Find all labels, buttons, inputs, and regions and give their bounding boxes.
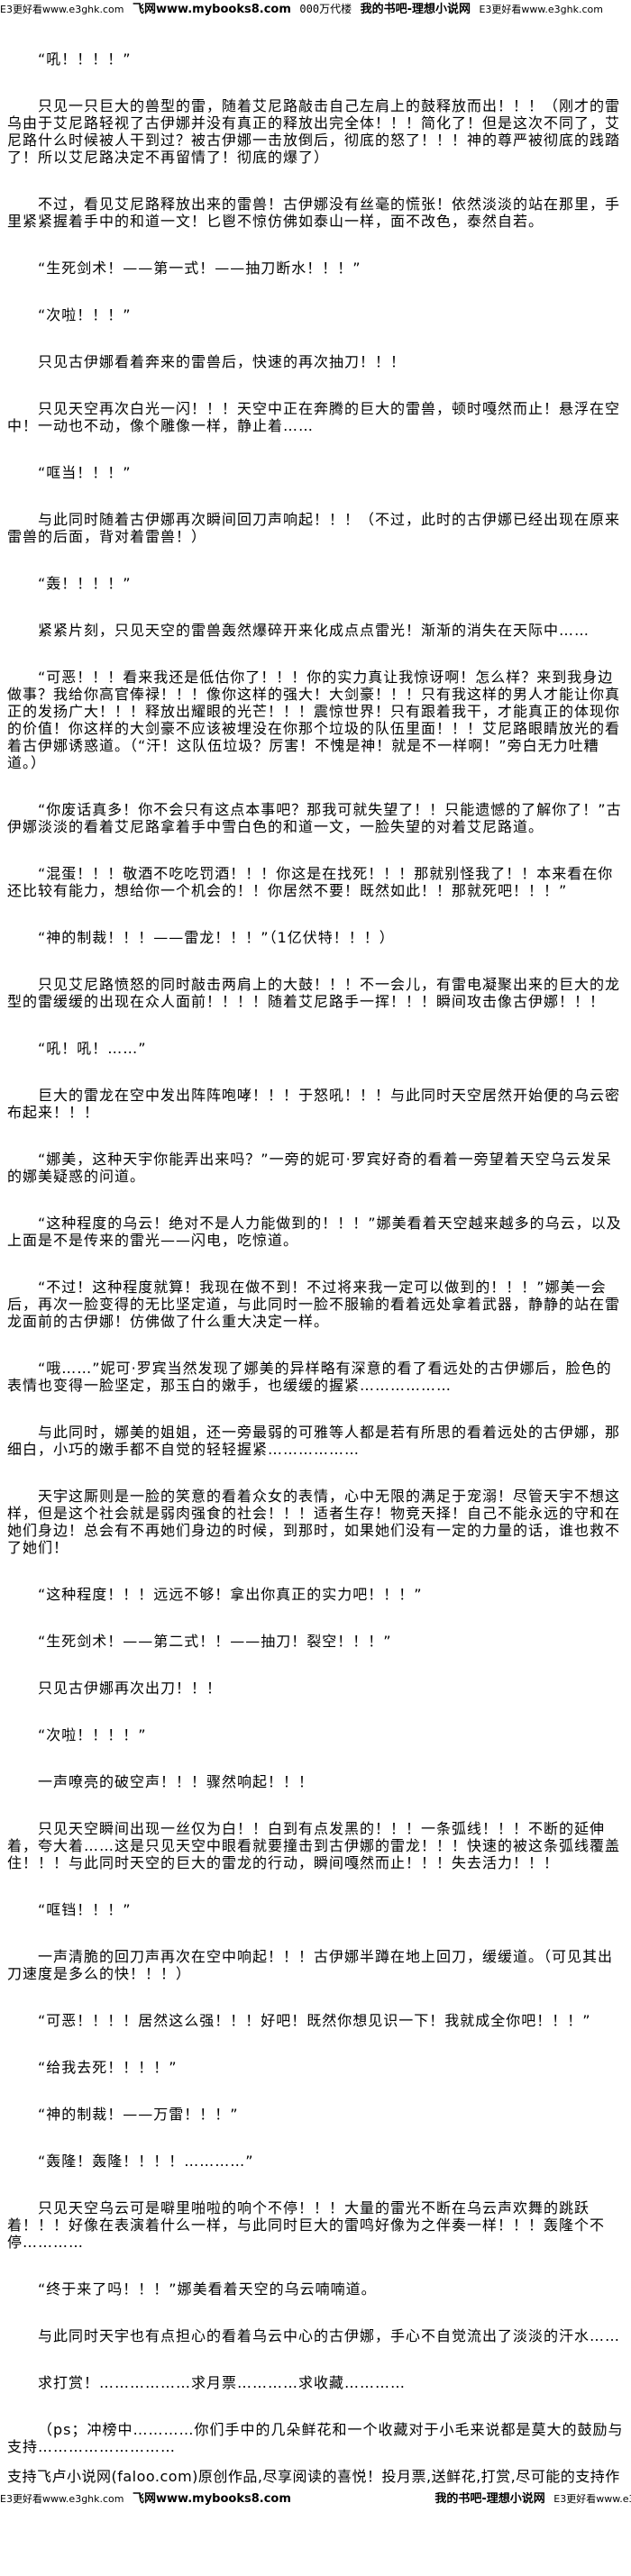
paragraph: “混蛋！！！敬酒不吃吃罚酒！！！你这是在找死！！！那就别怪我了！！本来看在你还比… <box>7 865 614 899</box>
watermark-text: 飞网www.mybooks8.com <box>133 2492 291 2506</box>
paragraph: “神的制裁！！！——雷龙！！！”（1亿伏特！！！） <box>38 929 395 946</box>
paragraph: 只见古伊娜再次出刀！！！ <box>38 1679 223 1697</box>
paragraph: “可恶！！！看来我还是低估你了！！！你的实力真让我惊讶啊！怎么样？来到我身边做事… <box>7 669 621 771</box>
paragraph: “次啦！！！！” <box>38 1726 147 1743</box>
paragraph: 紧紧片刻，只见天空的雷兽轰然爆碎开来化成点点雷光！渐渐的消失在天际中…… <box>38 622 590 639</box>
chapter-body: “吼！！！！” 只见一只巨大的兽型的雷，随着艾尼路敲击自己左肩上的鼓释放而出！！！… <box>7 50 624 2455</box>
paragraph: “生死剑术！——第二式！！——抽刀！裂空！！！” <box>38 1633 392 1650</box>
paragraph: “这种程度！！！远远不够！拿出你真正的实力吧！！！” <box>38 1586 423 1603</box>
paragraph: 只见天空乌云可是噼里啪啦的响个不停！！！大量的雷光不断在乌云声欢舞的跳跃着！！！… <box>7 2199 606 2251</box>
paragraph: 只见一只巨大的兽型的雷，随着艾尼路敲击自己左肩上的鼓释放而出！！！（刚才的雷乌由… <box>7 97 621 166</box>
paragraph: “可恶！！！！居然这么强！！！好吧！既然你想见识一下！我就成全你吧！！！” <box>38 2012 591 2029</box>
paragraph: 只见天空瞬间出现一丝仅为白！！白到有点发黑的！！！一条弧线！！！不断的延伸着，夸… <box>7 1820 621 1871</box>
watermark-text: 000万代楼 <box>299 3 352 15</box>
paragraph: “哐铛！！！” <box>38 1901 132 1918</box>
footer-support-note: 支持飞卢小说网(faloo.com)原创作品,尽享阅读的喜悦！投月票,送鲜花,打… <box>7 2468 620 2485</box>
paragraph: “吼！！！！” <box>38 50 132 68</box>
paragraph: “终于来了吗！！！”娜美看着天空的乌云喃喃道。 <box>38 2280 377 2298</box>
paragraph: “这种程度的乌云！绝对不是人力能做到的！！！”娜美看着天空越来越多的乌云，以及上… <box>7 1215 622 1249</box>
paragraph: “哐当！！！” <box>38 464 132 481</box>
paragraph: 一声嘹亮的破空声！！！骤然响起！！！ <box>38 1773 315 1790</box>
watermark-text: E3更好看www.e3ghk.com <box>0 4 124 15</box>
paragraph: “你废话真多！你不会只有这点本事吧？那我可就失望了！！只能遗憾的了解你了！”古伊… <box>7 801 622 835</box>
paragraph: 一声清脆的回刀声再次在空中响起！！！古伊娜半蹲在地上回刀，缓缓道。（可见其出刀速… <box>7 1948 614 1982</box>
paragraph: 只见古伊娜看着奔来的雷兽后，快速的再次抽刀！！！ <box>38 353 407 370</box>
paragraph: “次啦！！！” <box>38 306 132 323</box>
paragraph: “不过！这种程度就算！我现在做不到！不过将来我一定可以做到的！！！”娜美一会后，… <box>7 1279 621 1330</box>
watermark-text: 我的书吧-理想小说网 <box>360 3 471 16</box>
watermark-header: E3更好看www.e3ghk.com 飞网www.mybooks8.com 00… <box>0 0 631 16</box>
paragraph: 与此同时天宇也有点担心的看着乌云中心的古伊娜，手心不自觉流出了淡淡的汗水…… <box>38 2327 621 2344</box>
paragraph: “娜美，这种天宇你能弄出来吗？”一旁的妮可·罗宾好奇的看着一旁望着天空乌云发呆的… <box>7 1151 612 1185</box>
watermark-text: E3更好看www.e3ghk.com <box>479 4 603 15</box>
paragraph: “哦……”妮可·罗宾当然发现了娜美的异样略有深意的看了看远处的古伊娜后，脸色的表… <box>7 1360 612 1394</box>
watermark-text: E3更好看www.e3ghk.com <box>0 2493 124 2505</box>
paragraph: （ps；冲榜中…………你们手中的几朵鲜花和一个收藏对于小毛来说都是莫大的鼓励与支… <box>7 2421 624 2455</box>
paragraph: “生死剑术！——第一式！——抽刀断水！！！” <box>38 259 361 277</box>
paragraph: “神的制裁！——万雷！！！” <box>38 2106 239 2123</box>
paragraph: 只见天空再次白光一闪！！！天空中正在奔腾的巨大的雷兽，顿时嘎然而止！悬浮在空中！… <box>7 400 621 434</box>
paragraph: 天宇这厮则是一脸的笑意的看着众女的表情，心中无限的满足于宠溺！尽管天宇不想这样，… <box>7 1488 621 1556</box>
paragraph: 求打赏！………………求月票…………求收藏………… <box>38 2374 407 2391</box>
paragraph: 不过，看见艾尼路释放出来的雷兽！古伊娜没有丝毫的慌张！依然淡淡的站在那里，手里紧… <box>7 196 621 230</box>
paragraph: “给我去死！！！！” <box>38 2059 178 2076</box>
watermark-text: 飞网www.mybooks8.com <box>133 3 291 16</box>
paragraph: 巨大的雷龙在空中发出阵阵咆哮！！！于怒吼！！！与此同时天空居然开始便的乌云密布起… <box>7 1087 621 1121</box>
paragraph: 与此同时，娜美的姐姐，还一旁最弱的可雅等人都是若有所思的看着远处的古伊娜，那细白… <box>7 1424 621 1458</box>
paragraph: “轰隆！轰隆！！！！…………” <box>38 2153 254 2170</box>
watermark-text: E3更好看www.e3ghk.com <box>553 2493 631 2505</box>
paragraph: “吼！吼！……” <box>38 1040 147 1057</box>
paragraph: 只见艾尼路愤怒的同时敲击两肩上的大鼓！！！不一会儿，有雷电凝聚出来的巨大的龙型的… <box>7 976 621 1010</box>
paragraph: 与此同时随着古伊娜再次瞬间回刀声响起！！！（不过，此时的古伊娜已经出现在原来雷兽… <box>7 511 621 545</box>
watermark-footer: E3更好看www.e3ghk.com 飞网www.mybooks8.com 我的… <box>0 2492 631 2507</box>
paragraph: “轰！！！！” <box>38 575 132 592</box>
watermark-text: 我的书吧-理想小说网 <box>434 2492 545 2506</box>
